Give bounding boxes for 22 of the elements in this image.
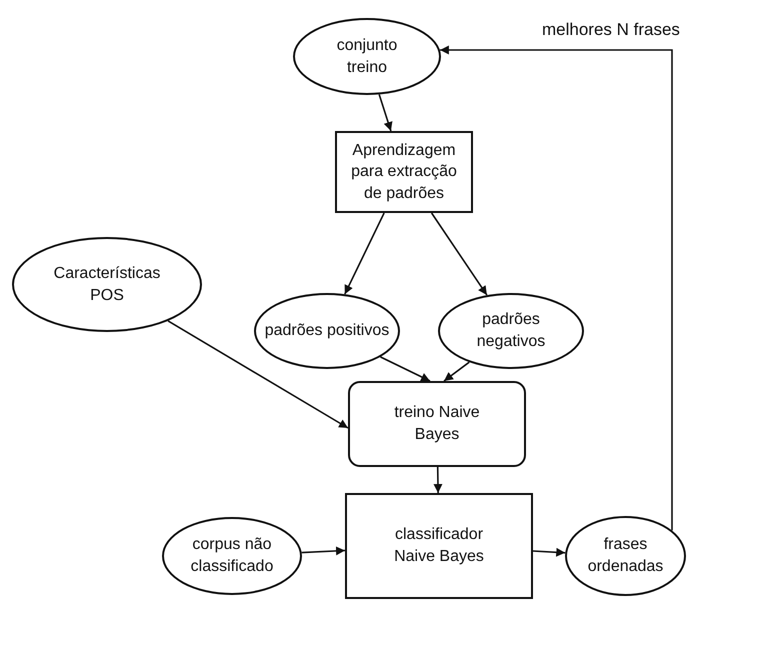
arrow [380,356,430,382]
arrow [302,546,346,556]
arrow [344,212,385,295]
node-label: corpus não classificado [190,535,274,577]
node-label: Aprendizagem para extracção de padrões [350,140,458,204]
arrow [532,548,566,557]
node-label: classificador Naive Bayes [393,525,485,567]
node-label: frases ordenadas [586,535,664,577]
arrow [444,362,470,382]
arrow [430,212,488,296]
node-label: Características POS [52,264,162,306]
arrow [168,320,348,429]
arrow [433,466,442,494]
process-box [348,381,526,467]
node-label: conjunto treino [336,36,398,78]
process-box [345,493,533,599]
arrow [378,94,392,132]
process-box [335,131,473,213]
node-label: treino Naive Bayes [393,403,481,445]
arrow [440,46,673,530]
node-label: padrões negativos [476,310,546,352]
node-label: padrões positivos [264,321,390,342]
